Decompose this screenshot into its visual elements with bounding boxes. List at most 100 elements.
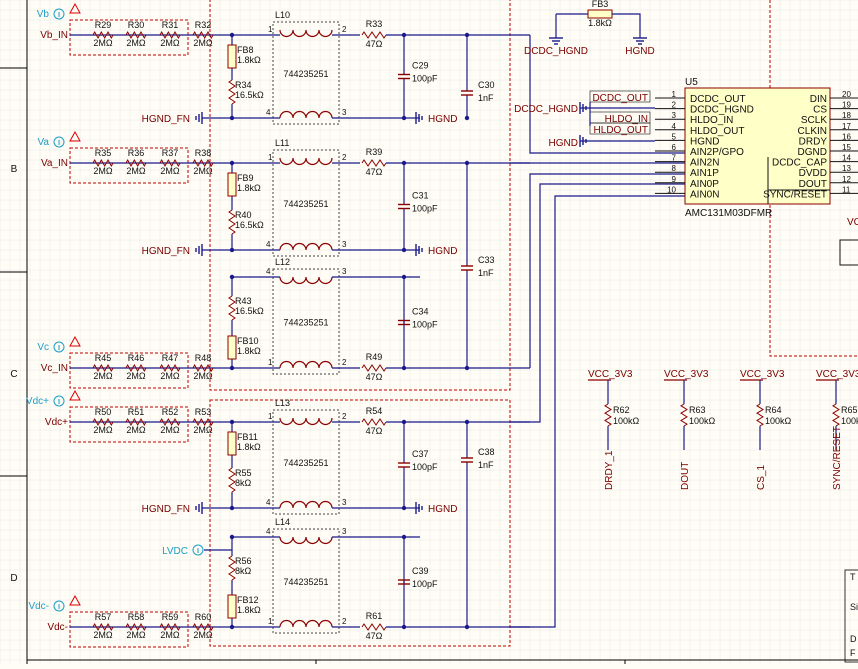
resistor-symbol [228,555,236,581]
resistor-value: 2MΩ [126,38,146,48]
resistor-symbol [361,623,387,631]
resistor-value: 100kΩ [689,416,716,426]
ferrite-ref: FB8 [237,45,254,55]
resistor-symbol [361,364,387,372]
title-block [844,569,858,663]
resistor-value: 2MΩ [160,425,180,435]
resistor-symbol [228,209,236,235]
resistor-symbol [159,30,181,40]
pin-name: DIN [810,94,827,105]
resistor-ref: R30 [128,20,145,30]
pin-number: 17 [842,122,851,131]
net-label: DOUT [680,462,691,490]
net-label: CS_1 [756,465,767,490]
resistor-ref: R29 [95,20,112,30]
junction-dot [464,115,470,121]
pin-number: 13 [842,164,851,173]
ferrite-bead-symbol [227,44,237,69]
ferrite-bead-symbol [227,431,237,456]
inductor-box [272,21,340,125]
resistor-value: 2MΩ [193,38,213,48]
inductor-coil [279,29,333,38]
pin-number: 2 [342,617,347,626]
ground-label: HGND_FN [142,246,190,257]
pin-number: 1 [268,617,273,626]
ground-label: HGND_FN [142,504,190,515]
pin-number: 1 [268,153,273,162]
pin-name: DCDC_HGND [690,105,754,116]
pin-name: AIN0P [690,179,719,190]
pin-number: 3 [342,267,347,276]
pin-name: AIN1P [690,168,719,179]
resistor-value: 2MΩ [160,38,180,48]
port-label: Vdc- [28,601,49,612]
pin-name: CS [813,105,827,116]
pin-number: 18 [842,111,851,120]
inductor-coil [279,157,333,166]
pin-number: 2 [342,25,347,34]
resistor-symbol [159,417,181,427]
resistor-symbol [832,403,840,427]
resistor-ref: R40 [235,210,252,220]
capacitor-value: 1nF [478,460,494,470]
ground-label: HGND [428,504,457,515]
resistor-value: 16.5kΩ [235,220,264,230]
resistor-ref: R46 [128,353,145,363]
net-label: Vdc- [47,622,68,633]
inductor-box [272,528,340,634]
ground-label: HGND [625,46,654,57]
resistor-value: 2MΩ [93,425,113,435]
port-icon [53,341,65,353]
resistor-ref: R38 [195,148,212,158]
inductor-coil [279,276,333,285]
resistor-value: 100kΩ [841,416,858,426]
ground-label: HGND_FN [142,114,190,125]
resistor-ref: R54 [366,406,383,416]
inductor-part: 744235251 [283,318,328,328]
resistor-symbol [125,622,147,632]
resistor-symbol [125,417,147,427]
resistor-value: 2MΩ [160,630,180,640]
pin-name: DCDC_CAP [772,158,827,169]
pin-number: 1 [672,90,677,99]
resistor-value: 2MΩ [193,630,213,640]
pin-name: DRDY [799,136,828,147]
capacitor-value: 100pF [412,74,438,84]
resistor-symbol [92,158,114,168]
junction-dot [464,32,470,38]
pin-number: 6 [672,143,677,152]
net-label: SYNC/RESET [832,426,843,490]
net-label: HGND [549,138,578,149]
ferrite-ref: FB9 [237,173,254,183]
resistor-symbol [361,31,387,39]
resistor-value: 16.5kΩ [235,90,264,100]
warning-icon [69,594,81,606]
ferrite-ref: FB12 [237,595,259,605]
zone-label-c: C [10,369,17,380]
resistor-symbol [92,363,114,373]
resistor-ref: R51 [128,407,145,417]
pin-number: 4 [266,240,271,249]
resistor-symbol [125,30,147,40]
pin-number: 12 [842,175,851,184]
resistor-ref: R48 [195,353,212,363]
net-label: Vb_IN [40,30,68,41]
fb3-ref: FB3 [592,0,609,9]
resistor-value: 16.5kΩ [235,306,264,316]
resistor-value: 2MΩ [160,371,180,381]
inductor-coil [279,500,333,509]
resistor-ref: R63 [689,405,706,415]
resistor-value: 2MΩ [93,371,113,381]
junction-dot [464,419,470,425]
pin-name: SYNC/RESET [763,189,827,200]
pin-number: 5 [672,132,677,141]
ground-label: DCDC_HGND [524,46,588,57]
pin-number: 20 [842,90,851,99]
ferrite-value: 1.8kΩ [237,442,261,452]
pin-number: 2 [342,412,347,421]
pin-number: 19 [842,101,851,110]
divider-box [69,147,189,184]
capacitor-value: 100pF [412,579,438,589]
pin-name: AIN2P/GPO [690,147,744,158]
